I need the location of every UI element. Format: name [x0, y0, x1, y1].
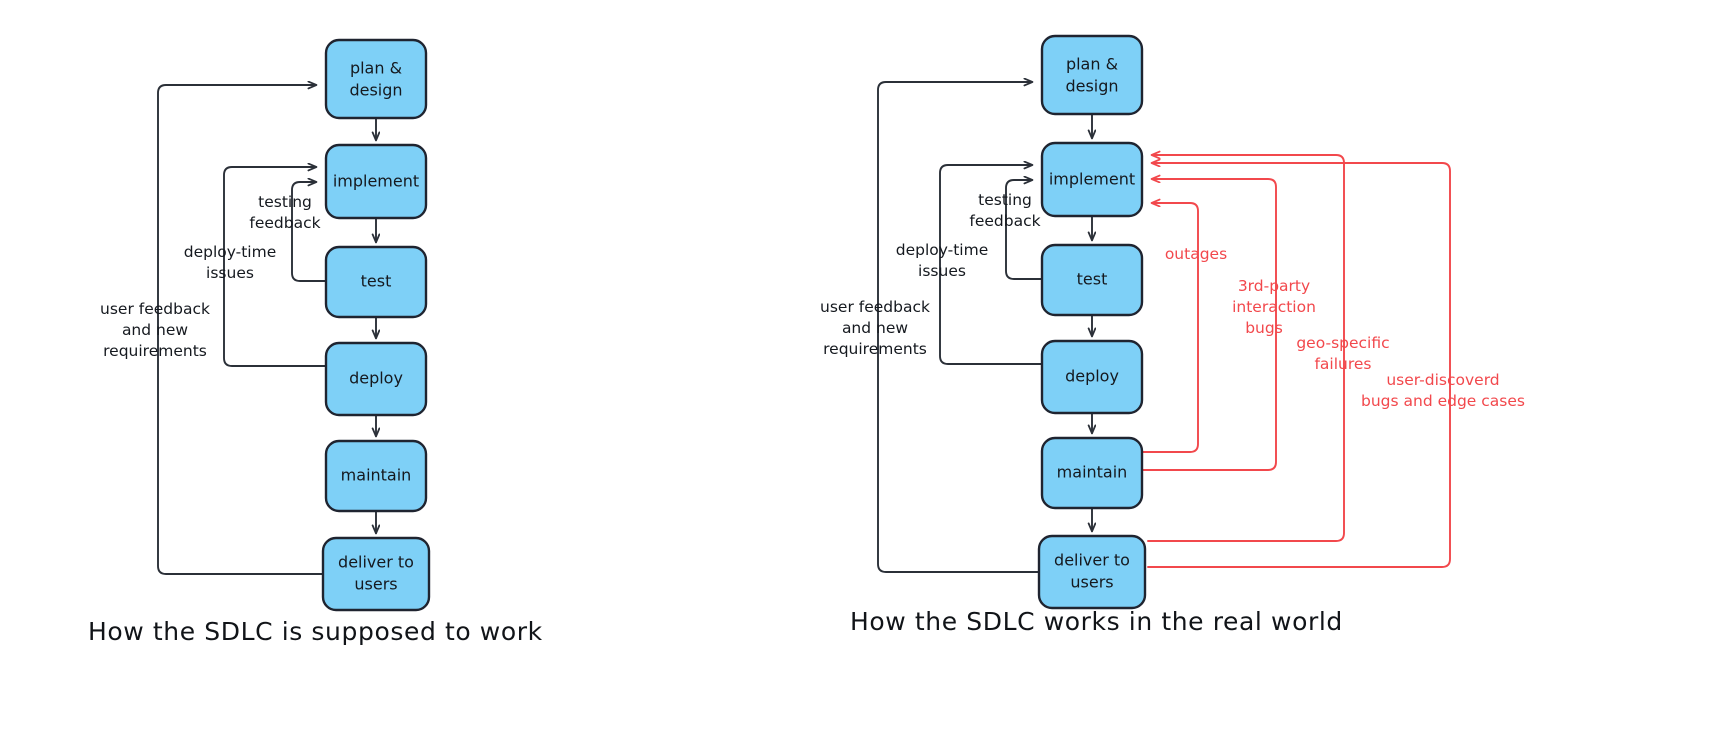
node-implement[interactable]: implement — [1040, 141, 1144, 218]
node-implement-label: implement — [333, 172, 419, 191]
edge-geo-specific-failures — [1147, 155, 1345, 542]
edge-label-user-discovered-bugs: user-discoverd bugs and edge cases — [1361, 371, 1525, 410]
edge-label-deploy-time-issues-line1: deploy-time — [896, 241, 989, 259]
edge-user-feedback — [877, 82, 1043, 573]
node-plan-design-shape — [1040, 34, 1144, 116]
caption-ideal: How the SDLC is supposed to work — [88, 617, 543, 646]
edge-label-geo-specific-line1: geo-specific — [1296, 334, 1389, 352]
edge-label-deploy-time-issues: deploy-time issues — [184, 243, 277, 282]
edge-label-outages-line1: outages — [1165, 245, 1227, 263]
edge-label-user-feedback: user feedback and new requirements — [820, 298, 930, 358]
edge-third-party-interaction-bugs — [1141, 179, 1277, 471]
node-maintain-label: maintain — [341, 466, 412, 485]
diagram-real-world: plan & design implement test deploy main… — [820, 34, 1525, 636]
node-test-shape — [324, 245, 428, 319]
edge-label-user-feedback: user feedback and new requirements — [100, 300, 210, 360]
edge-label-third-party-line2: interaction — [1232, 298, 1316, 316]
edge-user-discovered-bugs — [1147, 163, 1451, 568]
node-maintain[interactable]: maintain — [1040, 436, 1144, 510]
edge-label-user-feedback-line3: requirements — [823, 340, 927, 358]
caption-real-world: How the SDLC works in the real world — [850, 607, 1343, 636]
edge-label-deploy-time-issues-line2: issues — [206, 264, 254, 282]
node-test-label: test — [361, 272, 392, 291]
diagram-ideal: plan & design implement test deploy main… — [88, 38, 543, 646]
node-deploy-label: deploy — [1065, 367, 1119, 386]
edge-label-testing-feedback-line2: feedback — [249, 214, 320, 232]
node-implement[interactable]: implement — [324, 143, 428, 220]
node-plan-design-shape — [324, 38, 428, 120]
node-deliver-to-users-shape — [321, 536, 431, 612]
edge-outages — [1141, 203, 1199, 453]
edge-label-third-party-line1: 3rd-party — [1238, 277, 1310, 295]
node-deploy[interactable]: deploy — [1040, 339, 1144, 415]
node-maintain-label: maintain — [1057, 463, 1128, 482]
edge-label-third-party-interaction-bugs: 3rd-party interaction bugs — [1232, 277, 1316, 337]
node-implement-shape — [1040, 141, 1144, 218]
edge-testing-feedback — [1005, 180, 1043, 280]
edge-label-outages: outages — [1165, 245, 1227, 263]
edge-label-user-feedback-line3: requirements — [103, 342, 207, 360]
edge-label-user-discovered-line2: bugs and edge cases — [1361, 392, 1525, 410]
edge-label-deploy-time-issues: deploy-time issues — [896, 241, 989, 280]
node-deploy-label: deploy — [349, 369, 403, 388]
node-deploy[interactable]: deploy — [324, 341, 428, 417]
node-maintain[interactable]: maintain — [324, 439, 428, 513]
edge-label-user-feedback-line2: and new — [122, 321, 188, 339]
node-implement-shape — [324, 143, 428, 220]
edge-label-testing-feedback: testing feedback — [969, 191, 1040, 230]
node-deliver-to-users-label-line2: users — [354, 575, 397, 594]
node-deliver-to-users-label-line1: deliver to — [1054, 551, 1130, 570]
node-test-shape — [1040, 243, 1144, 317]
node-deliver-to-users-shape — [1037, 534, 1147, 610]
edge-label-deploy-time-issues-line1: deploy-time — [184, 243, 277, 261]
edge-user-feedback — [157, 85, 327, 575]
edge-label-testing-feedback-line1: testing — [258, 193, 312, 211]
edge-label-user-feedback-line1: user feedback — [820, 298, 930, 316]
edge-label-geo-specific-failures: geo-specific failures — [1296, 334, 1389, 373]
edge-testing-feedback — [291, 182, 327, 282]
edge-deploy-time-issues — [223, 167, 327, 367]
edge-label-user-discovered-line1: user-discoverd — [1386, 371, 1499, 389]
node-deliver-to-users-label-line1: deliver to — [338, 553, 414, 572]
node-plan-design[interactable]: plan & design — [324, 38, 428, 120]
node-test[interactable]: test — [324, 245, 428, 319]
node-deploy-shape — [324, 341, 428, 417]
node-plan-design-label-line2: design — [349, 81, 402, 100]
node-maintain-shape — [324, 439, 428, 513]
node-plan-design-label-line1: plan & — [350, 59, 402, 78]
node-test[interactable]: test — [1040, 243, 1144, 317]
node-maintain-shape — [1040, 436, 1144, 510]
node-deliver-to-users[interactable]: deliver to users — [321, 536, 431, 612]
node-implement-label: implement — [1049, 170, 1135, 189]
edge-label-user-feedback-line2: and new — [842, 319, 908, 337]
edge-label-testing-feedback-line2: feedback — [969, 212, 1040, 230]
edge-label-deploy-time-issues-line2: issues — [918, 262, 966, 280]
node-deliver-to-users-label-line2: users — [1070, 573, 1113, 592]
node-test-label: test — [1077, 270, 1108, 289]
node-deploy-shape — [1040, 339, 1144, 415]
node-plan-design-label-line1: plan & — [1066, 55, 1118, 74]
edge-label-testing-feedback: testing feedback — [249, 193, 320, 232]
node-deliver-to-users[interactable]: deliver to users — [1037, 534, 1147, 610]
node-plan-design-label-line2: design — [1065, 77, 1118, 96]
edge-label-user-feedback-line1: user feedback — [100, 300, 210, 318]
node-plan-design[interactable]: plan & design — [1040, 34, 1144, 116]
edge-deploy-time-issues — [939, 165, 1043, 365]
edge-label-third-party-line3: bugs — [1245, 319, 1283, 337]
edge-label-geo-specific-line2: failures — [1314, 355, 1371, 373]
edge-label-testing-feedback-line1: testing — [978, 191, 1032, 209]
